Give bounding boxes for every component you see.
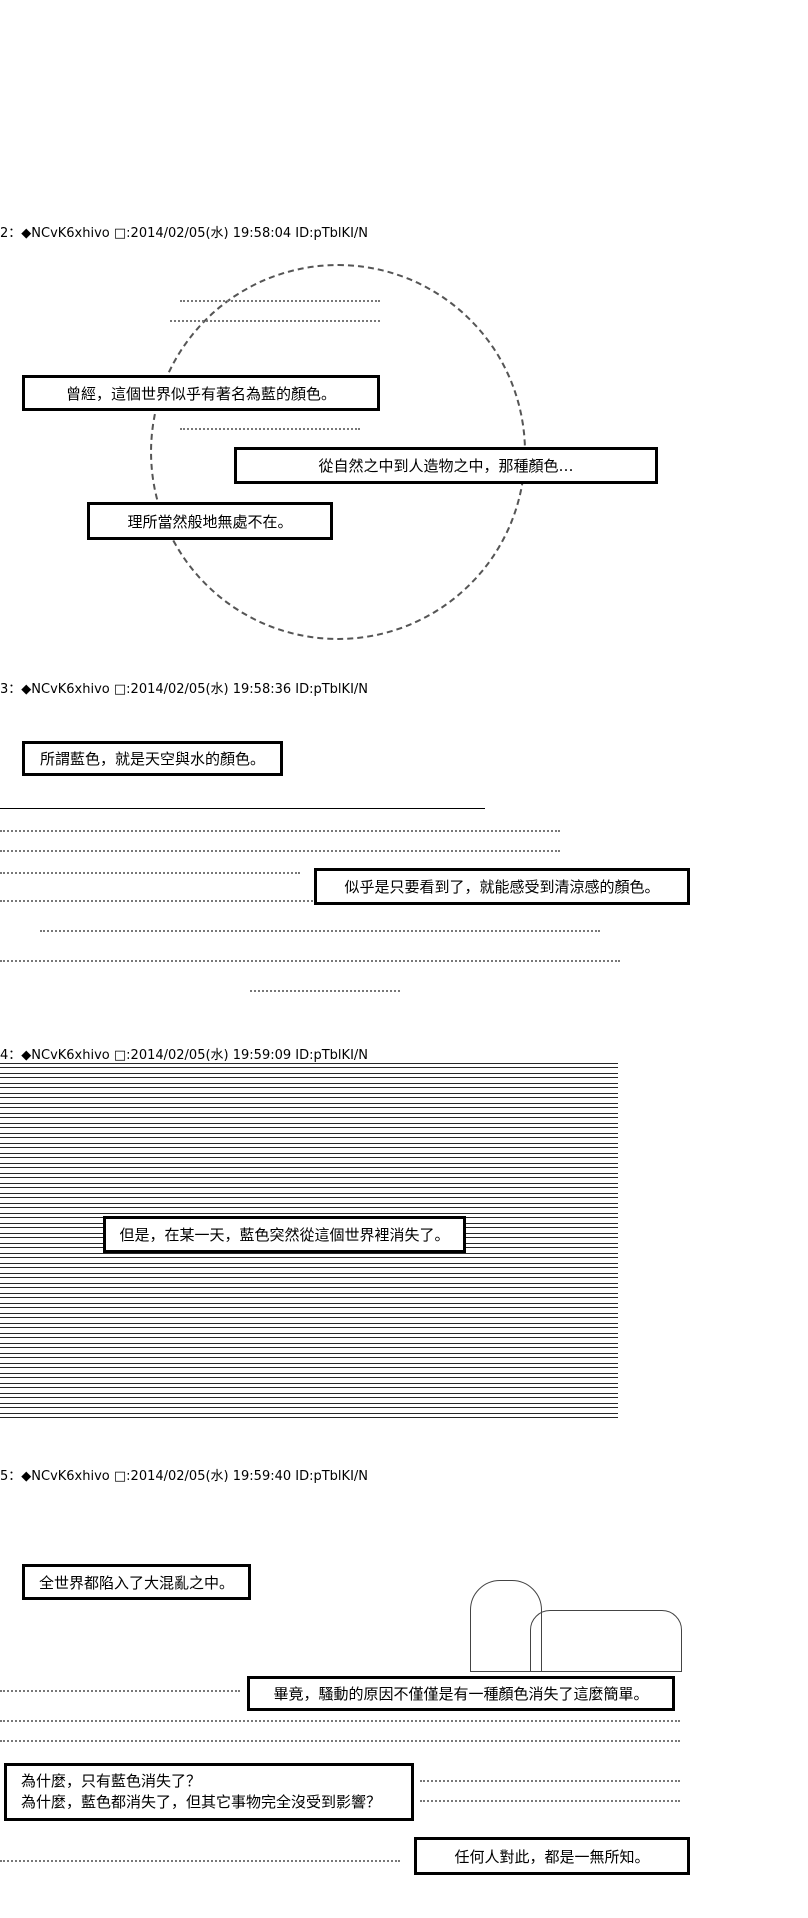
- water-ascii-art: [0, 850, 560, 852]
- caption-box: 理所當然般地無處不在。: [87, 502, 333, 540]
- caption-box: 曾經，這個世界似乎有著名為藍的顏色。: [22, 375, 380, 411]
- crowd-ascii-art: [0, 1690, 240, 1692]
- post-header: 3：◆NCvK6xhivo □:2014/02/05(水) 19:58:36 I…: [0, 682, 369, 697]
- post-header: 2：◆NCvK6xhivo □:2014/02/05(水) 19:58:04 I…: [0, 226, 369, 241]
- post-header: 4：◆NCvK6xhivo □:2014/02/05(水) 19:59:09 I…: [0, 1048, 369, 1063]
- water-ascii-art: [250, 990, 400, 992]
- ascii-art-shading: [170, 320, 380, 322]
- caption-box: 任何人對此，都是一無所知。: [414, 1837, 690, 1875]
- water-ascii-art: [0, 960, 620, 962]
- crowd-ascii-art: [0, 1740, 680, 1742]
- crowd-ascii-art: [420, 1780, 680, 1782]
- figure-ascii-art: [530, 1610, 682, 1672]
- water-ascii-art: [0, 900, 600, 902]
- post-header: 5：◆NCvK6xhivo □:2014/02/05(水) 19:59:40 I…: [0, 1469, 369, 1484]
- crowd-ascii-art: [420, 1800, 680, 1802]
- caption-line: 為什麼，只有藍色消失了？: [21, 1772, 202, 1790]
- ascii-art-shading: [180, 300, 380, 302]
- crowd-ascii-art: [0, 1720, 680, 1722]
- caption-box: 似乎是只要看到了，就能感受到清涼感的顏色。: [314, 868, 690, 905]
- caption-box: 畢竟，騷動的原因不僅僅是有一種顏色消失了這麼簡單。: [247, 1676, 675, 1711]
- caption-box: 全世界都陷入了大混亂之中。: [22, 1564, 251, 1600]
- caption-box: 從自然之中到人造物之中，那種顏色…: [234, 447, 658, 484]
- caption-box: 為什麼，只有藍色消失了？ 為什麼，藍色都消失了，但其它事物完全沒受到影響？: [4, 1763, 414, 1821]
- caption-box: 所謂藍色，就是天空與水的顏色。: [22, 741, 283, 776]
- water-ascii-art: [0, 872, 300, 874]
- crowd-ascii-art: [0, 1860, 400, 1862]
- horizon-line: [0, 808, 485, 809]
- ascii-art-shading: [180, 428, 360, 430]
- caption-box: 但是，在某一天，藍色突然從這個世界裡消失了。: [103, 1216, 466, 1253]
- water-ascii-art: [40, 930, 600, 932]
- caption-line: 為什麼，藍色都消失了，但其它事物完全沒受到影響？: [21, 1793, 382, 1811]
- water-ascii-art: [0, 830, 560, 832]
